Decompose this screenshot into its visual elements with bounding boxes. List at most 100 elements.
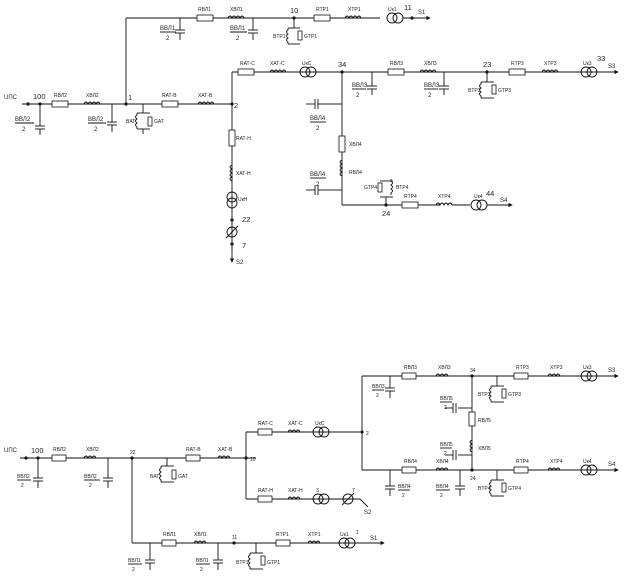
svg-text:BВЛ3: BВЛ3	[352, 83, 368, 89]
resistor-rvl1-b	[161, 539, 177, 547]
label-uk1-b: Uк1	[340, 532, 349, 538]
inductor-xvl3-b	[435, 373, 449, 378]
label-rtr1-b: RТР1	[276, 532, 289, 538]
resistor-rat-n	[228, 129, 236, 147]
resistor-rtr4-b	[513, 466, 529, 474]
transformer-ukn-b	[312, 493, 324, 505]
label-xtr1: XТР1	[348, 7, 361, 13]
svg-text:BВЛ4: BВЛ4	[436, 484, 449, 490]
label-gtr4-b: GТР4	[508, 486, 521, 492]
shunt-label-b-vl4a: BВЛ4 2	[398, 484, 411, 499]
svg-text:BВЛ4: BВЛ4	[310, 116, 326, 122]
svg-text:2: 2	[236, 36, 240, 42]
label-btr4: BТР4	[396, 185, 409, 191]
label-btr1: BТР1	[273, 34, 286, 40]
node-22: 22	[242, 215, 250, 224]
label-bat: BАТ	[126, 119, 135, 125]
transformer-uk3-b	[580, 370, 592, 382]
resistor-rat-v	[161, 100, 179, 108]
label-xvl1: XВЛ1	[230, 7, 243, 13]
schema-bottom: UПС 100 BВЛ2 2 RВЛ2 XВЛ2 BВЛ2 2 22	[4, 365, 619, 573]
inductor-xtr3	[541, 69, 559, 74]
resistor-rtr1-b	[275, 539, 291, 547]
label-gtr1: GТР1	[304, 34, 317, 40]
svg-text:BВЛ2: BВЛ2	[84, 474, 97, 480]
inductor-xat-v	[197, 101, 215, 106]
transformer-uk4	[470, 199, 482, 211]
label-rtr4-b: RТР4	[516, 459, 529, 465]
label-rvl4-v: RВЛ4	[349, 170, 362, 176]
shunt-label-23: BВЛ3 2	[424, 83, 440, 99]
node-23: 23	[483, 60, 491, 69]
node-10-b: 10	[250, 457, 256, 463]
inductor-xat-c	[269, 69, 287, 74]
load-s3: S3	[608, 64, 616, 70]
inductor-xvl2-b	[83, 455, 97, 460]
resistor-rvl2	[51, 100, 69, 108]
svg-text:BВЛ1: BВЛ1	[230, 26, 246, 32]
label-rvl3: RВЛ3	[390, 61, 403, 67]
label-ukc-b: UкС	[315, 421, 325, 427]
svg-text:2: 2	[166, 36, 170, 42]
shunt-label-vl1-a: BВЛ1 2	[160, 26, 176, 42]
svg-text:2: 2	[444, 405, 447, 411]
shunt-label-b-vl3: BВЛ3 2	[372, 384, 385, 399]
label-gtr3-b: GТР3	[508, 392, 521, 398]
svg-text:2: 2	[200, 567, 203, 573]
label-rvl5-b: RВЛ5	[478, 418, 491, 424]
node-11: 11	[404, 3, 412, 12]
inductor-xtr4-b	[547, 467, 561, 472]
label-rat-c-b: RАТ-С	[258, 421, 273, 427]
resistor-rvl3-b	[401, 372, 417, 380]
label-gat: GАТ	[154, 119, 164, 125]
label-xvl2: XВЛ2	[86, 93, 99, 99]
svg-text:BВЛ2: BВЛ2	[88, 117, 104, 123]
label-xtr3-b: XТР3	[550, 365, 563, 371]
inductor-xvl2	[83, 101, 101, 106]
load-s2: S2	[236, 260, 244, 266]
node-7-b: 7	[352, 488, 355, 494]
label-rvl1-b: RВЛ1	[163, 532, 176, 538]
node-10: 10	[290, 6, 298, 15]
node-1-b: 1	[356, 530, 359, 536]
label-ukn: UкН	[238, 197, 248, 203]
shunt-label-vl1-b: BВЛ1 2	[230, 26, 247, 42]
label-xat-n-b: XАТ-Н	[288, 488, 303, 494]
node-33: 33	[597, 54, 605, 63]
label-rtr3-b: RТР3	[516, 365, 529, 371]
regulator-symbol-b	[342, 493, 354, 505]
svg-text:2: 2	[22, 127, 26, 133]
inductor-xat-c-b	[287, 429, 301, 434]
inductor-xtr3-b	[547, 373, 561, 378]
svg-text:BВЛ1: BВЛ1	[196, 558, 209, 564]
label-xat-c-b: XАТ-С	[288, 421, 303, 427]
shunt-label-b-vl5a: BВЛ5 2	[440, 396, 453, 411]
source-label: UПС	[4, 95, 18, 101]
source-label-b: UПС	[4, 448, 18, 454]
label-rat-c: RАТ-С	[240, 61, 255, 67]
svg-text:2: 2	[21, 483, 24, 489]
resistor-rvl5-b	[468, 411, 476, 427]
label-rat-n-b: RАТ-Н	[258, 488, 273, 494]
node-22-b: 22	[130, 450, 136, 456]
label-rtr3: RТР3	[511, 61, 524, 67]
svg-text:BВЛ4: BВЛ4	[398, 484, 411, 490]
label-ukc: UкС	[302, 61, 312, 67]
label-rvl1: RВЛ1	[198, 7, 211, 13]
resistor-rat-c-b	[257, 428, 273, 436]
inductor-xvl4-b	[435, 467, 449, 472]
node-34: 34	[338, 60, 346, 69]
transformer-ukc-b	[312, 426, 324, 438]
resistor-rvl4-b	[401, 466, 417, 474]
resistor-rvl2-b	[51, 454, 67, 462]
shunt-label-1: BВЛ2 2	[88, 117, 106, 133]
transformer-uk4-b	[580, 464, 592, 476]
label-uk4: Uк4	[474, 194, 483, 200]
label-xvl4-b: XВЛ4	[436, 459, 449, 465]
svg-text:BВЛ4: BВЛ4	[310, 172, 326, 178]
label-xvl2-b: XВЛ2	[86, 447, 99, 453]
load-s3-b: S3	[608, 368, 616, 374]
svg-text:BВЛ1: BВЛ1	[128, 558, 141, 564]
label-xvl1-b: XВЛ1	[194, 532, 207, 538]
